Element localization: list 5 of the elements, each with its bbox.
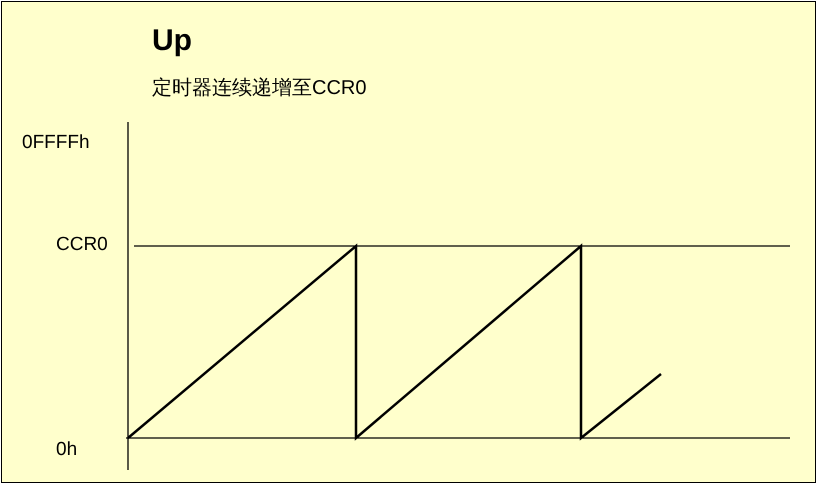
axis-label: 0h bbox=[56, 439, 78, 461]
axis-label: CCR0 bbox=[56, 234, 108, 256]
axis-label: 0FFFFh bbox=[22, 132, 90, 154]
title: Up bbox=[152, 24, 192, 58]
subtitle: 定时器连续递增至CCR0 bbox=[152, 76, 366, 101]
